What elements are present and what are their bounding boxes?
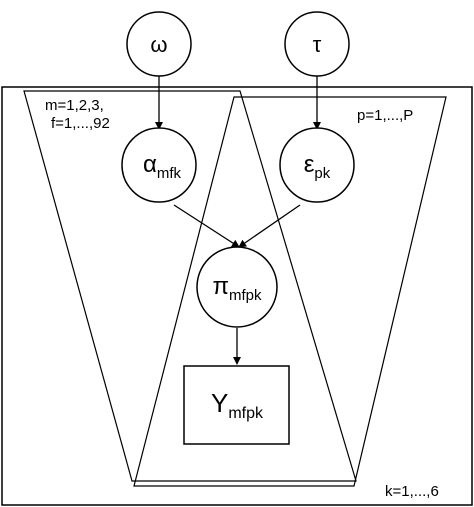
node-pi-label: πmfpk bbox=[212, 273, 262, 304]
outer-plate-k bbox=[1, 86, 473, 506]
node-omega-symbol: ω bbox=[150, 32, 167, 57]
plate-p-label: p=1,...,P bbox=[357, 107, 413, 124]
node-alpha-label: αmfk bbox=[143, 151, 182, 182]
node-y-symbol: Y bbox=[211, 388, 228, 418]
plate-mf-label-line2: f=1,...,92 bbox=[51, 115, 110, 132]
node-epsilon-label: εpk bbox=[304, 151, 331, 182]
node-epsilon: εpk bbox=[279, 127, 355, 203]
node-alpha-symbol: α bbox=[143, 151, 157, 178]
node-alpha: αmfk bbox=[121, 127, 197, 203]
node-tau-symbol: τ bbox=[313, 32, 322, 57]
node-omega: ω bbox=[126, 11, 192, 77]
plate-p bbox=[133, 96, 447, 487]
node-y-subscript: mfpk bbox=[228, 405, 264, 422]
node-tau: τ bbox=[284, 11, 350, 77]
node-pi-subscript: mfpk bbox=[229, 287, 262, 304]
edge-epsilon-pi bbox=[238, 204, 301, 248]
plate-mf bbox=[23, 90, 357, 482]
node-y: Ymfpk bbox=[183, 365, 290, 445]
node-pi-symbol: π bbox=[212, 273, 229, 300]
edge-alpha-pi bbox=[173, 204, 240, 248]
node-pi: πmfpk bbox=[196, 246, 278, 328]
outer-plate-label: k=1,...,6 bbox=[385, 483, 439, 500]
node-epsilon-symbol: ε bbox=[304, 151, 315, 178]
node-epsilon-subscript: pk bbox=[314, 165, 330, 182]
plate-mf-label-line1: m=1,2,3, bbox=[45, 97, 104, 114]
node-alpha-subscript: mfk bbox=[157, 165, 182, 182]
node-y-label: Ymfpk bbox=[211, 388, 264, 422]
